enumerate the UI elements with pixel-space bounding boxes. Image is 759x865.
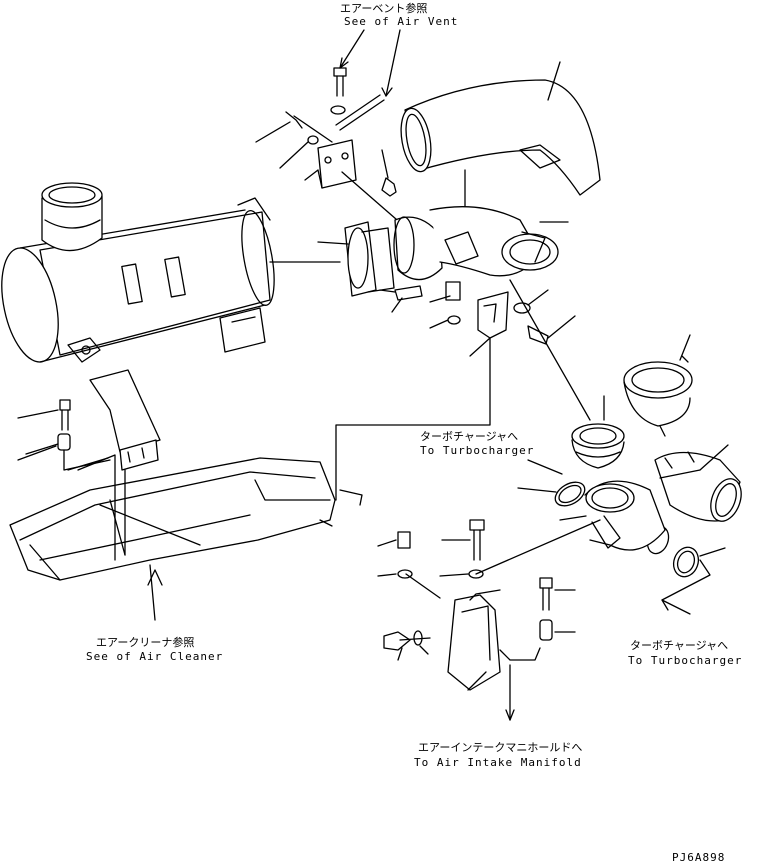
- air-cleaner: [1, 182, 341, 363]
- turbo-right-label-en: To Turbocharger: [628, 654, 743, 667]
- turbo-connector-parts: [517, 334, 742, 615]
- elbow-pipe: [400, 61, 601, 211]
- turbo-right-label-jp: ターボチャージャへ: [630, 639, 729, 652]
- intake-pipe-assembly: [317, 149, 591, 501]
- intake-label-en: To Air Intake Manifold: [414, 756, 582, 769]
- air-vent-label-jp: エアーベント参照: [340, 2, 428, 15]
- drawing-code: PJ6A898: [672, 851, 726, 864]
- air-cleaner-label-en: See of Air Cleaner: [86, 650, 224, 663]
- air-vent-label-en: See of Air Vent: [344, 15, 459, 28]
- turbo-top-label-jp: ターボチャージャへ: [420, 430, 519, 443]
- turbo-top-label-en: To Turbocharger: [420, 444, 535, 457]
- air-vent-parts: [255, 29, 405, 227]
- intake-label-jp: エアーインテークマニホールドへ: [418, 741, 583, 754]
- lower-bracket: [377, 519, 601, 721]
- turbo-arrow: [527, 459, 563, 475]
- support-frame: [9, 369, 363, 621]
- air-cleaner-label-jp: エアークリーナ参照: [96, 636, 195, 649]
